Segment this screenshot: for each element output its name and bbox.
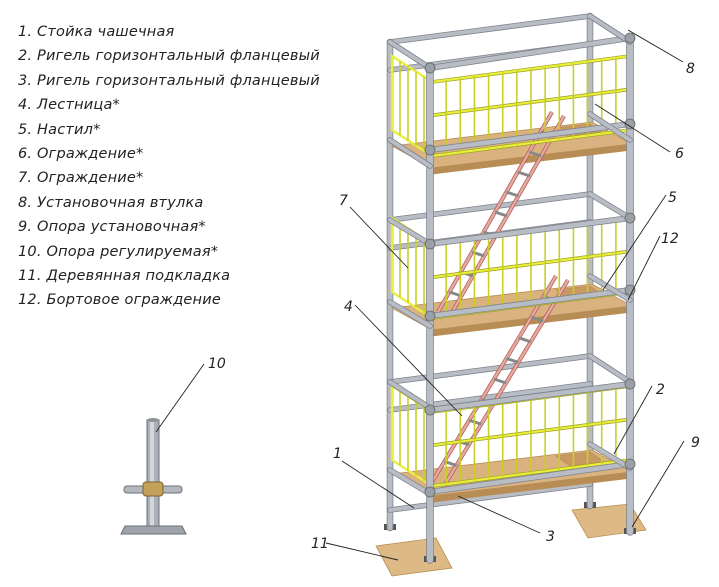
- callout-label-9: 9: [691, 435, 700, 451]
- leader-line-9: [631, 440, 685, 528]
- legend-item-2: 2. Ригель горизонтальный фланцевый: [18, 48, 320, 65]
- front-frame-group: [387, 13, 636, 564]
- callout-label-3: 3: [546, 529, 555, 545]
- jack-stem-top: [147, 418, 159, 422]
- ladder-group: [430, 111, 570, 488]
- ladder-1-rung-2: [528, 150, 542, 158]
- leader-line-5: [627, 235, 661, 301]
- callout-label-2: 2: [656, 382, 665, 398]
- left-transom-4: [388, 380, 432, 410]
- left-transom-2: [388, 218, 432, 246]
- ladder-1-rung-5: [494, 210, 508, 218]
- legend-item-3: 3. Ригель горизонтальный фланцевый: [18, 72, 320, 89]
- front-left-cup-0: [424, 62, 436, 74]
- ladder-2-rung-4: [505, 356, 519, 364]
- ladder-1-rung-3: [517, 170, 531, 178]
- front-ledger-0: [427, 35, 633, 71]
- callout-label-4: 4: [344, 299, 353, 315]
- base-board-left: [375, 537, 453, 577]
- right-transom-2: [588, 192, 632, 220]
- leader-line-12: [325, 542, 399, 561]
- front-ledger-4: [427, 381, 633, 413]
- front-right-cup-0: [624, 32, 636, 44]
- legend-item-12: 12. Бортовое ограждение: [18, 292, 221, 309]
- ladder-2-rung-3: [518, 336, 532, 344]
- front-left-cup-3: [424, 310, 436, 322]
- leader-line-8: [613, 385, 653, 455]
- front-left-cup-1: [424, 144, 436, 156]
- back-ledger-6: [388, 482, 592, 512]
- leader-lines-group: [155, 29, 685, 561]
- left-transom-3: [388, 300, 432, 328]
- front-left-cup-4: [424, 404, 436, 416]
- legend-item-4: 4. Лестница*: [18, 97, 120, 114]
- legend-item-8: 8. Установочная втулка: [18, 194, 204, 211]
- left-transom-5: [388, 468, 432, 496]
- legend-item-11: 11. Деревянная подкладка: [18, 267, 231, 284]
- leader-line-1: [627, 29, 684, 63]
- leader-line-4: [349, 206, 409, 269]
- back-ledger-0: [388, 14, 592, 44]
- right-transom-3: [588, 274, 632, 302]
- legend-item-6: 6. Ограждение*: [18, 145, 144, 162]
- right-transom-4: [588, 354, 632, 384]
- back-ledger-4: [388, 354, 592, 384]
- ladder-2-rung-5: [493, 377, 507, 385]
- callout-label-11: 11: [311, 536, 329, 552]
- front-left-cup-5: [424, 486, 436, 498]
- front-right-cup-4: [624, 378, 636, 390]
- callout-label-12: 12: [661, 231, 679, 247]
- front-left-cup-2: [424, 238, 436, 250]
- legend-item-7: 7. Ограждение*: [18, 170, 144, 187]
- ladder-1-rung-4: [505, 190, 519, 198]
- front-ledger-2: [427, 215, 633, 247]
- callout-label-10: 10: [208, 356, 226, 372]
- ladder-2-rung-2: [530, 315, 544, 323]
- callout-label-1: 1: [333, 446, 342, 462]
- right-transom-1: [588, 112, 632, 142]
- legend-item-9: 9. Опора установочная*: [18, 219, 206, 236]
- jack-nut: [142, 481, 164, 497]
- front-ledger-3: [427, 287, 633, 319]
- front-right-cup-2: [624, 212, 636, 224]
- leader-line-7: [155, 363, 205, 433]
- jack-base-plate: [120, 525, 187, 535]
- legend-item-5: 5. Настил*: [18, 121, 101, 138]
- legend-item-10: 10. Опора регулируемая*: [18, 243, 219, 260]
- callout-label-8: 8: [686, 61, 695, 77]
- ladder-1-rung-9: [448, 290, 462, 298]
- adjustable-jack-group: [120, 418, 187, 535]
- callout-label-7: 7: [339, 193, 348, 209]
- right-transom-5: [588, 442, 632, 470]
- front-right-cup-5: [624, 458, 636, 470]
- jack-stem-highlight: [150, 420, 154, 526]
- legend: 1. Стойка чашечная 2. Ригель горизонталь…: [18, 20, 363, 313]
- base-group: [375, 502, 647, 577]
- front-right-cup-1: [624, 118, 636, 130]
- left-transom-0: [388, 40, 432, 70]
- left-transom-1: [388, 138, 432, 168]
- leader-line-2: [594, 103, 671, 153]
- leader-line-6: [354, 304, 463, 417]
- leader-line-11: [457, 495, 541, 534]
- front-ledger-5: [427, 461, 633, 495]
- back-ledger-2: [388, 192, 592, 222]
- right-transom-0: [588, 14, 632, 44]
- leader-line-3: [602, 194, 667, 291]
- leader-line-10: [341, 460, 415, 509]
- callout-label-5: 5: [668, 190, 677, 206]
- legend-item-1: 1. Стойка чашечная: [18, 24, 175, 40]
- callout-label-6: 6: [675, 146, 684, 162]
- front-ledger-1: [427, 121, 633, 153]
